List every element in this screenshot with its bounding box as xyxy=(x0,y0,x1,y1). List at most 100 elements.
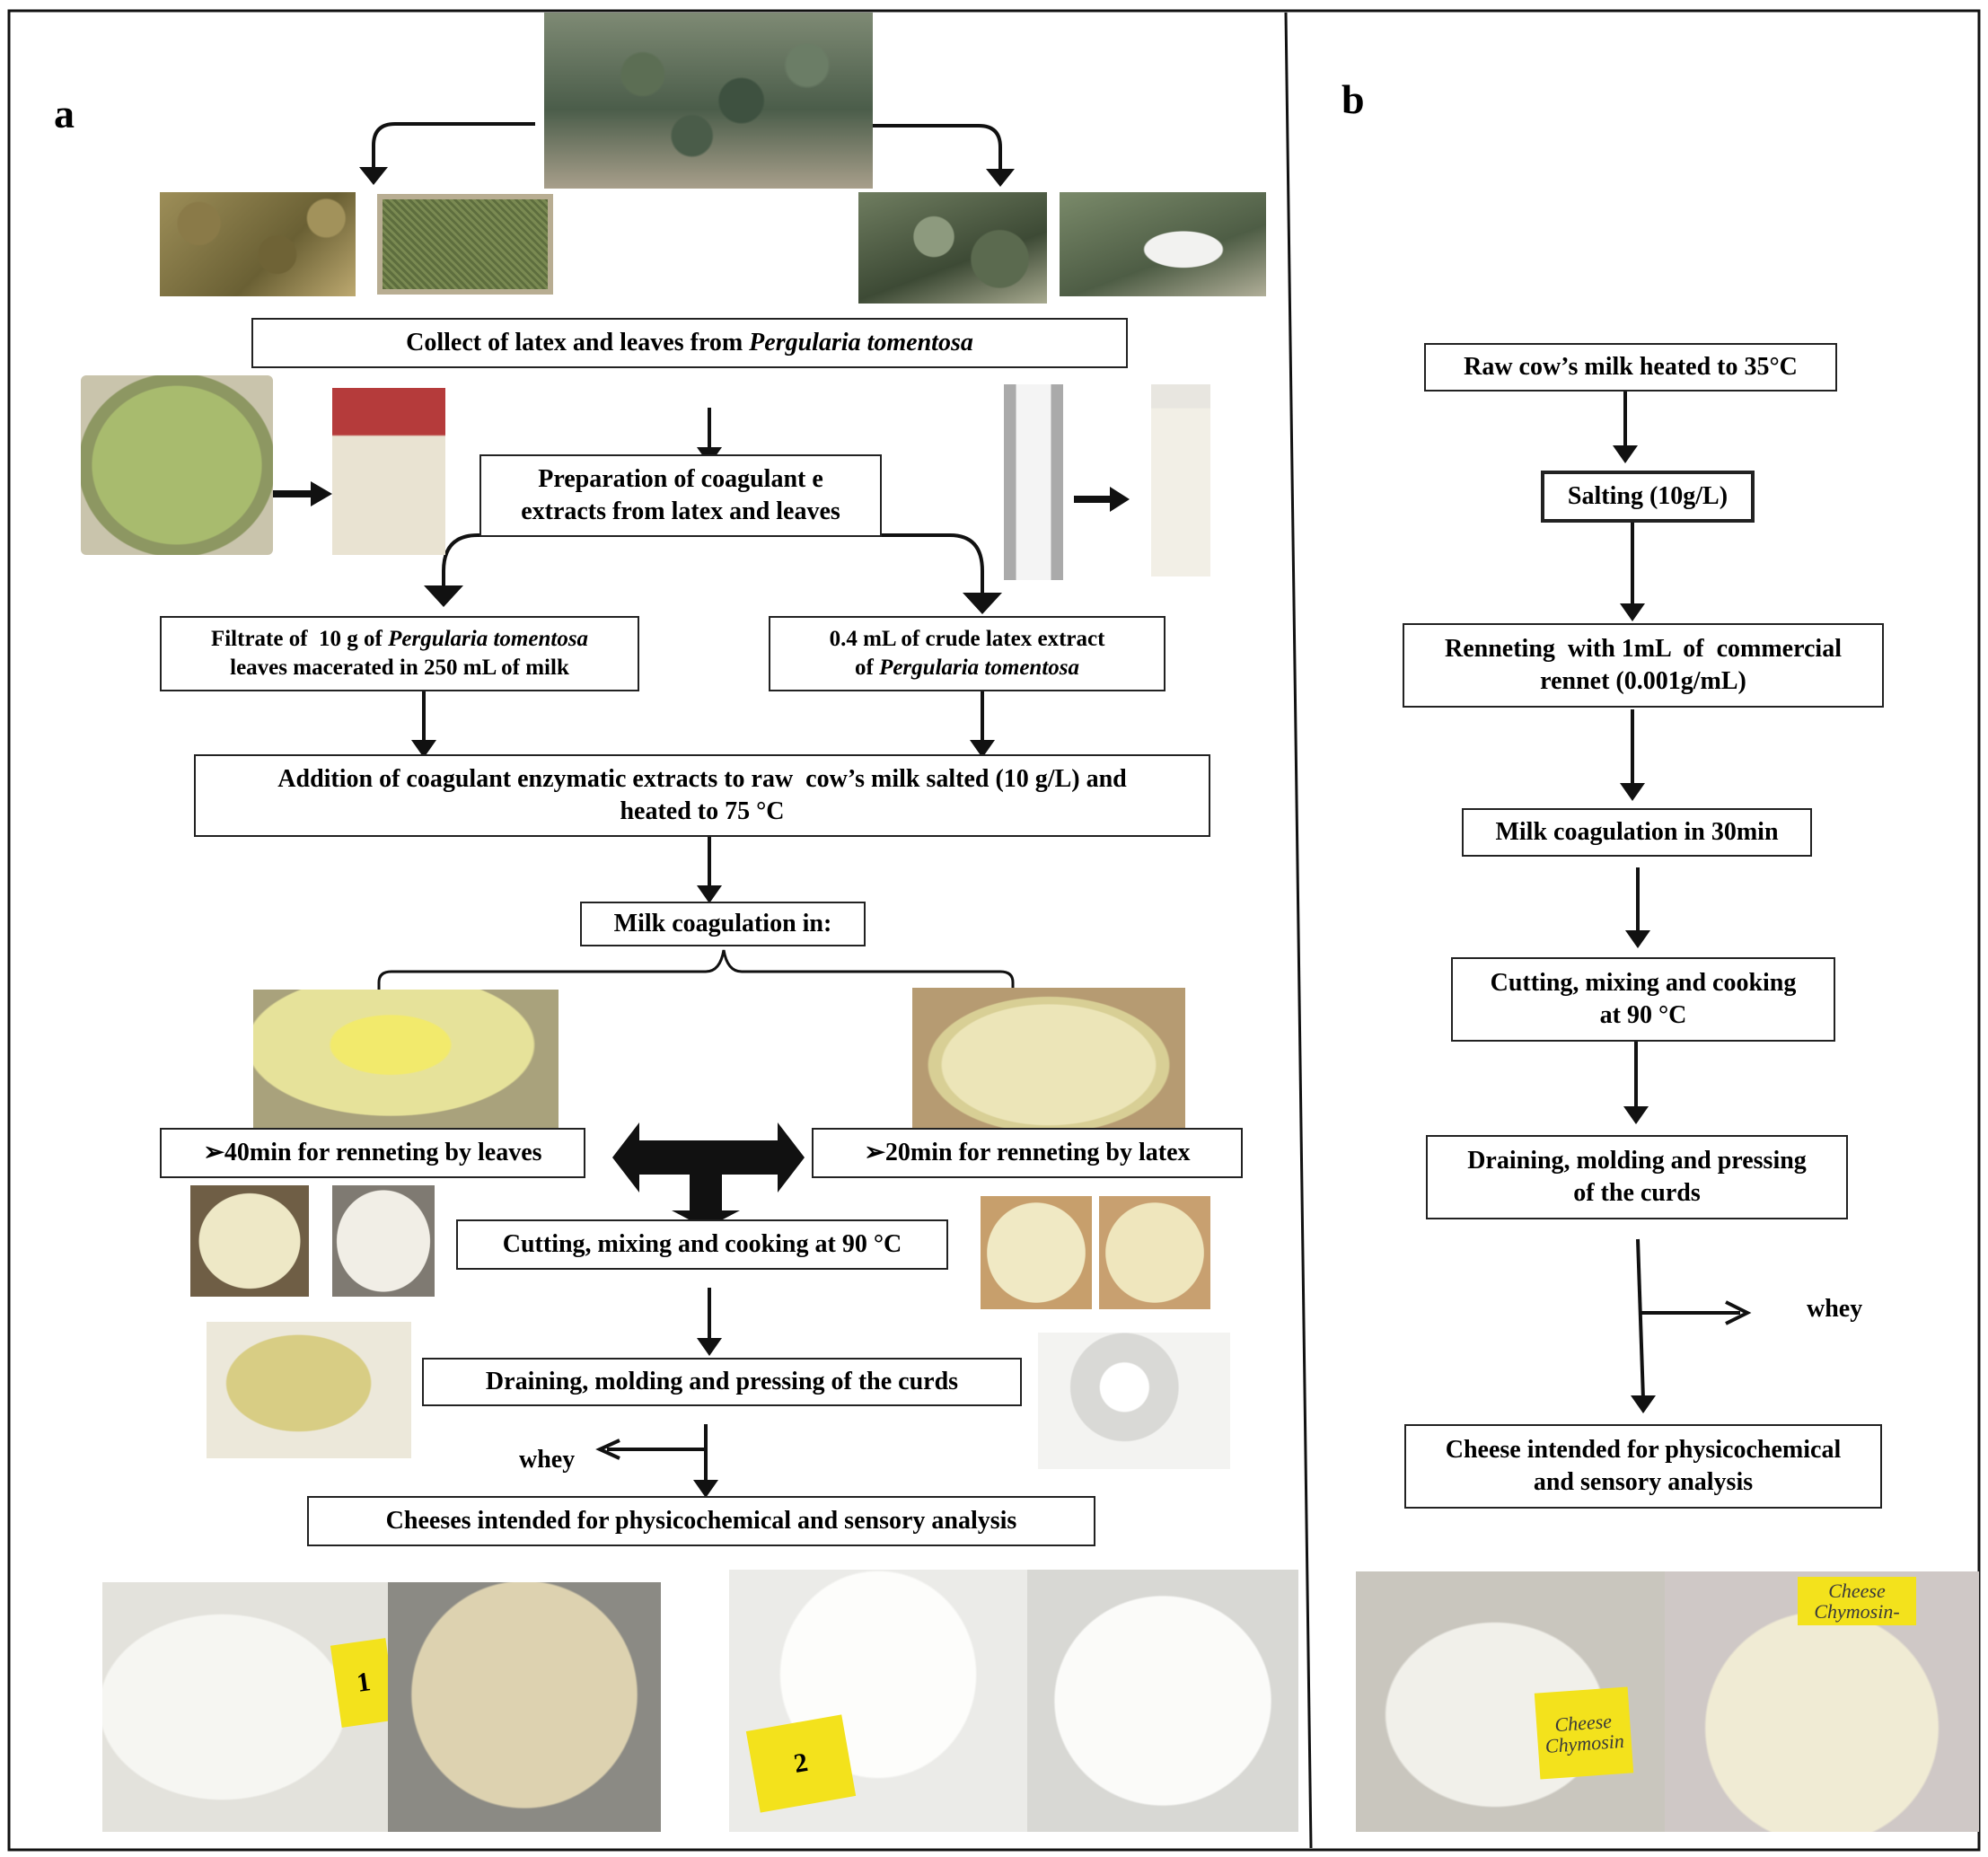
b-coagulation-text: Milk coagulation in 30min xyxy=(1495,817,1779,846)
b-cutting-line2: at 90 °C xyxy=(1599,1001,1687,1029)
draining-box: Draining, molding and pressing of the cu… xyxy=(422,1358,1022,1406)
arrowhead-b-coag-cutting xyxy=(1625,930,1650,948)
filtered-milk-photo xyxy=(332,388,445,555)
arrow-shaft-latex-photo xyxy=(1074,496,1110,503)
b-renneting-line2: rennet (0.001g/mL) xyxy=(1540,667,1746,695)
arrowhead-b-cutting-draining xyxy=(1623,1106,1649,1124)
arrowhead-plant-latex xyxy=(986,169,1015,187)
latex-plant-photo xyxy=(858,192,1047,304)
collect-box: Collect of latex and leaves from Pergula… xyxy=(251,318,1128,368)
b-cheese-line1: Cheese intended for physicochemical xyxy=(1445,1435,1842,1464)
edge-prep-to-filtrate xyxy=(442,533,550,589)
collect-species: Pergularia tomentosa xyxy=(749,328,973,356)
coagulation-box: Milk coagulation in: xyxy=(580,902,866,946)
b-cutting-line1: Cutting, mixing and cooking xyxy=(1490,968,1797,997)
filtrate-text: Filtrate of 10 g of xyxy=(210,626,389,651)
filtrate-box: Filtrate of 10 g of Pergularia tomentosa… xyxy=(160,616,639,691)
arrowhead-whey-a xyxy=(595,1439,620,1460)
t-arrow-right-head xyxy=(778,1122,805,1193)
leaves-macerate-photo xyxy=(81,375,273,555)
b-salting-box: Salting (10g/L) xyxy=(1541,471,1755,523)
latex-vial-photo xyxy=(1151,384,1210,576)
arrowhead-prep-latex xyxy=(963,593,1002,614)
b-salting-text: Salting (10g/L) xyxy=(1567,481,1729,510)
arrowhead-latex-addition xyxy=(970,740,995,758)
cutting-box: Cutting, mixing and cooking at 90 °C xyxy=(456,1219,948,1270)
panel-label-b: b xyxy=(1341,76,1365,122)
latex-time-text: ➢20min for renneting by latex xyxy=(864,1138,1191,1166)
plant-photo xyxy=(544,13,873,189)
arrowhead-b-draining-cheese xyxy=(1631,1395,1656,1413)
arrowhead-whey-b xyxy=(1725,1300,1752,1325)
b-cheese-line2: and sensory analysis xyxy=(1533,1468,1754,1496)
arrowhead-filtrate-addition xyxy=(411,740,436,758)
whey-label-a: whey xyxy=(519,1446,576,1474)
whey-label-b: whey xyxy=(1807,1295,1863,1323)
leaves-cutting-photo-1 xyxy=(190,1185,309,1297)
filtrate-species: Pergularia tomentosa xyxy=(388,626,589,651)
leaves-coagulum-photo xyxy=(253,990,559,1128)
latex-tube-photo xyxy=(1004,384,1063,580)
t-arrow-bar xyxy=(639,1140,778,1175)
brace-coagulation xyxy=(377,949,1015,991)
t-arrow-stem xyxy=(690,1173,722,1212)
preparation-line2: extracts from latex and leaves xyxy=(521,497,840,525)
cheese-2-top-photo xyxy=(1027,1570,1298,1832)
addition-box: Addition of coagulant enzymatic extracts… xyxy=(194,754,1210,837)
outer-frame xyxy=(7,9,1981,1852)
b-cutting-box: Cutting, mixing and cooking at 90 °C xyxy=(1451,957,1835,1042)
cheese-1-top-photo xyxy=(388,1582,661,1832)
arrowhead-draining-cheeses xyxy=(693,1480,718,1498)
cheeses-box: Cheeses intended for physicochemical and… xyxy=(307,1496,1095,1546)
preparation-box: Preparation of coagulant e extracts from… xyxy=(479,454,882,537)
t-arrow-left-head xyxy=(612,1122,639,1193)
b-renneting-box: Renneting with 1mL of commercial rennet … xyxy=(1403,623,1884,708)
latex-time-box: ➢20min for renneting by latex xyxy=(812,1128,1243,1178)
chymosin-tag-2-line2: Chymosin- xyxy=(1814,1600,1900,1623)
panel-label-a: a xyxy=(54,91,75,136)
filtrate-line2: leaves macerated in 250 mL of milk xyxy=(230,656,569,680)
edge-plant-to-leaves xyxy=(372,122,535,172)
arrowhead-b-salting-rennet xyxy=(1620,603,1645,621)
arrowhead-addition-coag xyxy=(697,885,722,903)
curds-cloth-photo xyxy=(207,1322,411,1458)
b-raw-milk-text: Raw cow’s milk heated to 35°C xyxy=(1464,352,1798,381)
latex-extract-line1: 0.4 mL of crude latex extract xyxy=(829,626,1105,651)
edge-plant-to-latex xyxy=(873,124,1002,174)
collect-text: Collect of latex and leaves from xyxy=(406,328,750,356)
b-raw-milk-box: Raw cow’s milk heated to 35°C xyxy=(1424,343,1837,392)
leaves-cutting-photo-2 xyxy=(332,1185,435,1297)
latex-extract-species: Pergularia tomentosa xyxy=(879,656,1079,680)
b-draining-box: Draining, molding and pressing of the cu… xyxy=(1426,1135,1848,1219)
cheese-tag-2: 2 xyxy=(745,1714,857,1813)
edge-b-draining-cheese xyxy=(1636,1238,1645,1400)
arrowhead-plant-leaves xyxy=(359,167,388,185)
arrowhead-b-raw-salting xyxy=(1613,445,1638,463)
arrowhead-prep-filtrate xyxy=(424,585,463,607)
chymosin-tag-1-line2: Chymosin xyxy=(1544,1729,1625,1758)
latex-extract-of: of xyxy=(854,656,880,680)
addition-line2: heated to 75 °C xyxy=(620,797,785,825)
cutting-text: Cutting, mixing and cooking at 90 °C xyxy=(502,1229,902,1258)
ground-leaves-photo xyxy=(377,194,553,295)
edge-prep-to-latex xyxy=(860,533,984,596)
b-coagulation-box: Milk coagulation in 30min xyxy=(1462,808,1812,857)
preparation-line1: Preparation of coagulant e xyxy=(538,464,823,493)
arrowhead-cutting-draining xyxy=(697,1338,722,1356)
leaves-time-text: ➢40min for renneting by leaves xyxy=(203,1138,542,1166)
addition-line1: Addition of coagulant enzymatic extracts… xyxy=(277,764,1127,793)
arrowhead-b-rennet-coag xyxy=(1620,783,1645,801)
cheese-tag-1: 1 xyxy=(330,1638,398,1728)
pressed-curds-photo xyxy=(1038,1333,1230,1469)
b-renneting-line1: Renneting with 1mL of commercial xyxy=(1445,634,1842,663)
dried-leaves-photo xyxy=(160,192,356,296)
latex-cutting-photo-1 xyxy=(981,1196,1092,1309)
latex-extract-box: 0.4 mL of crude latex extract of Pergula… xyxy=(769,616,1166,691)
arrowhead-leaves-photo xyxy=(311,481,332,506)
latex-cutting-photo-2 xyxy=(1099,1196,1210,1309)
b-draining-line2: of the curds xyxy=(1573,1179,1701,1207)
